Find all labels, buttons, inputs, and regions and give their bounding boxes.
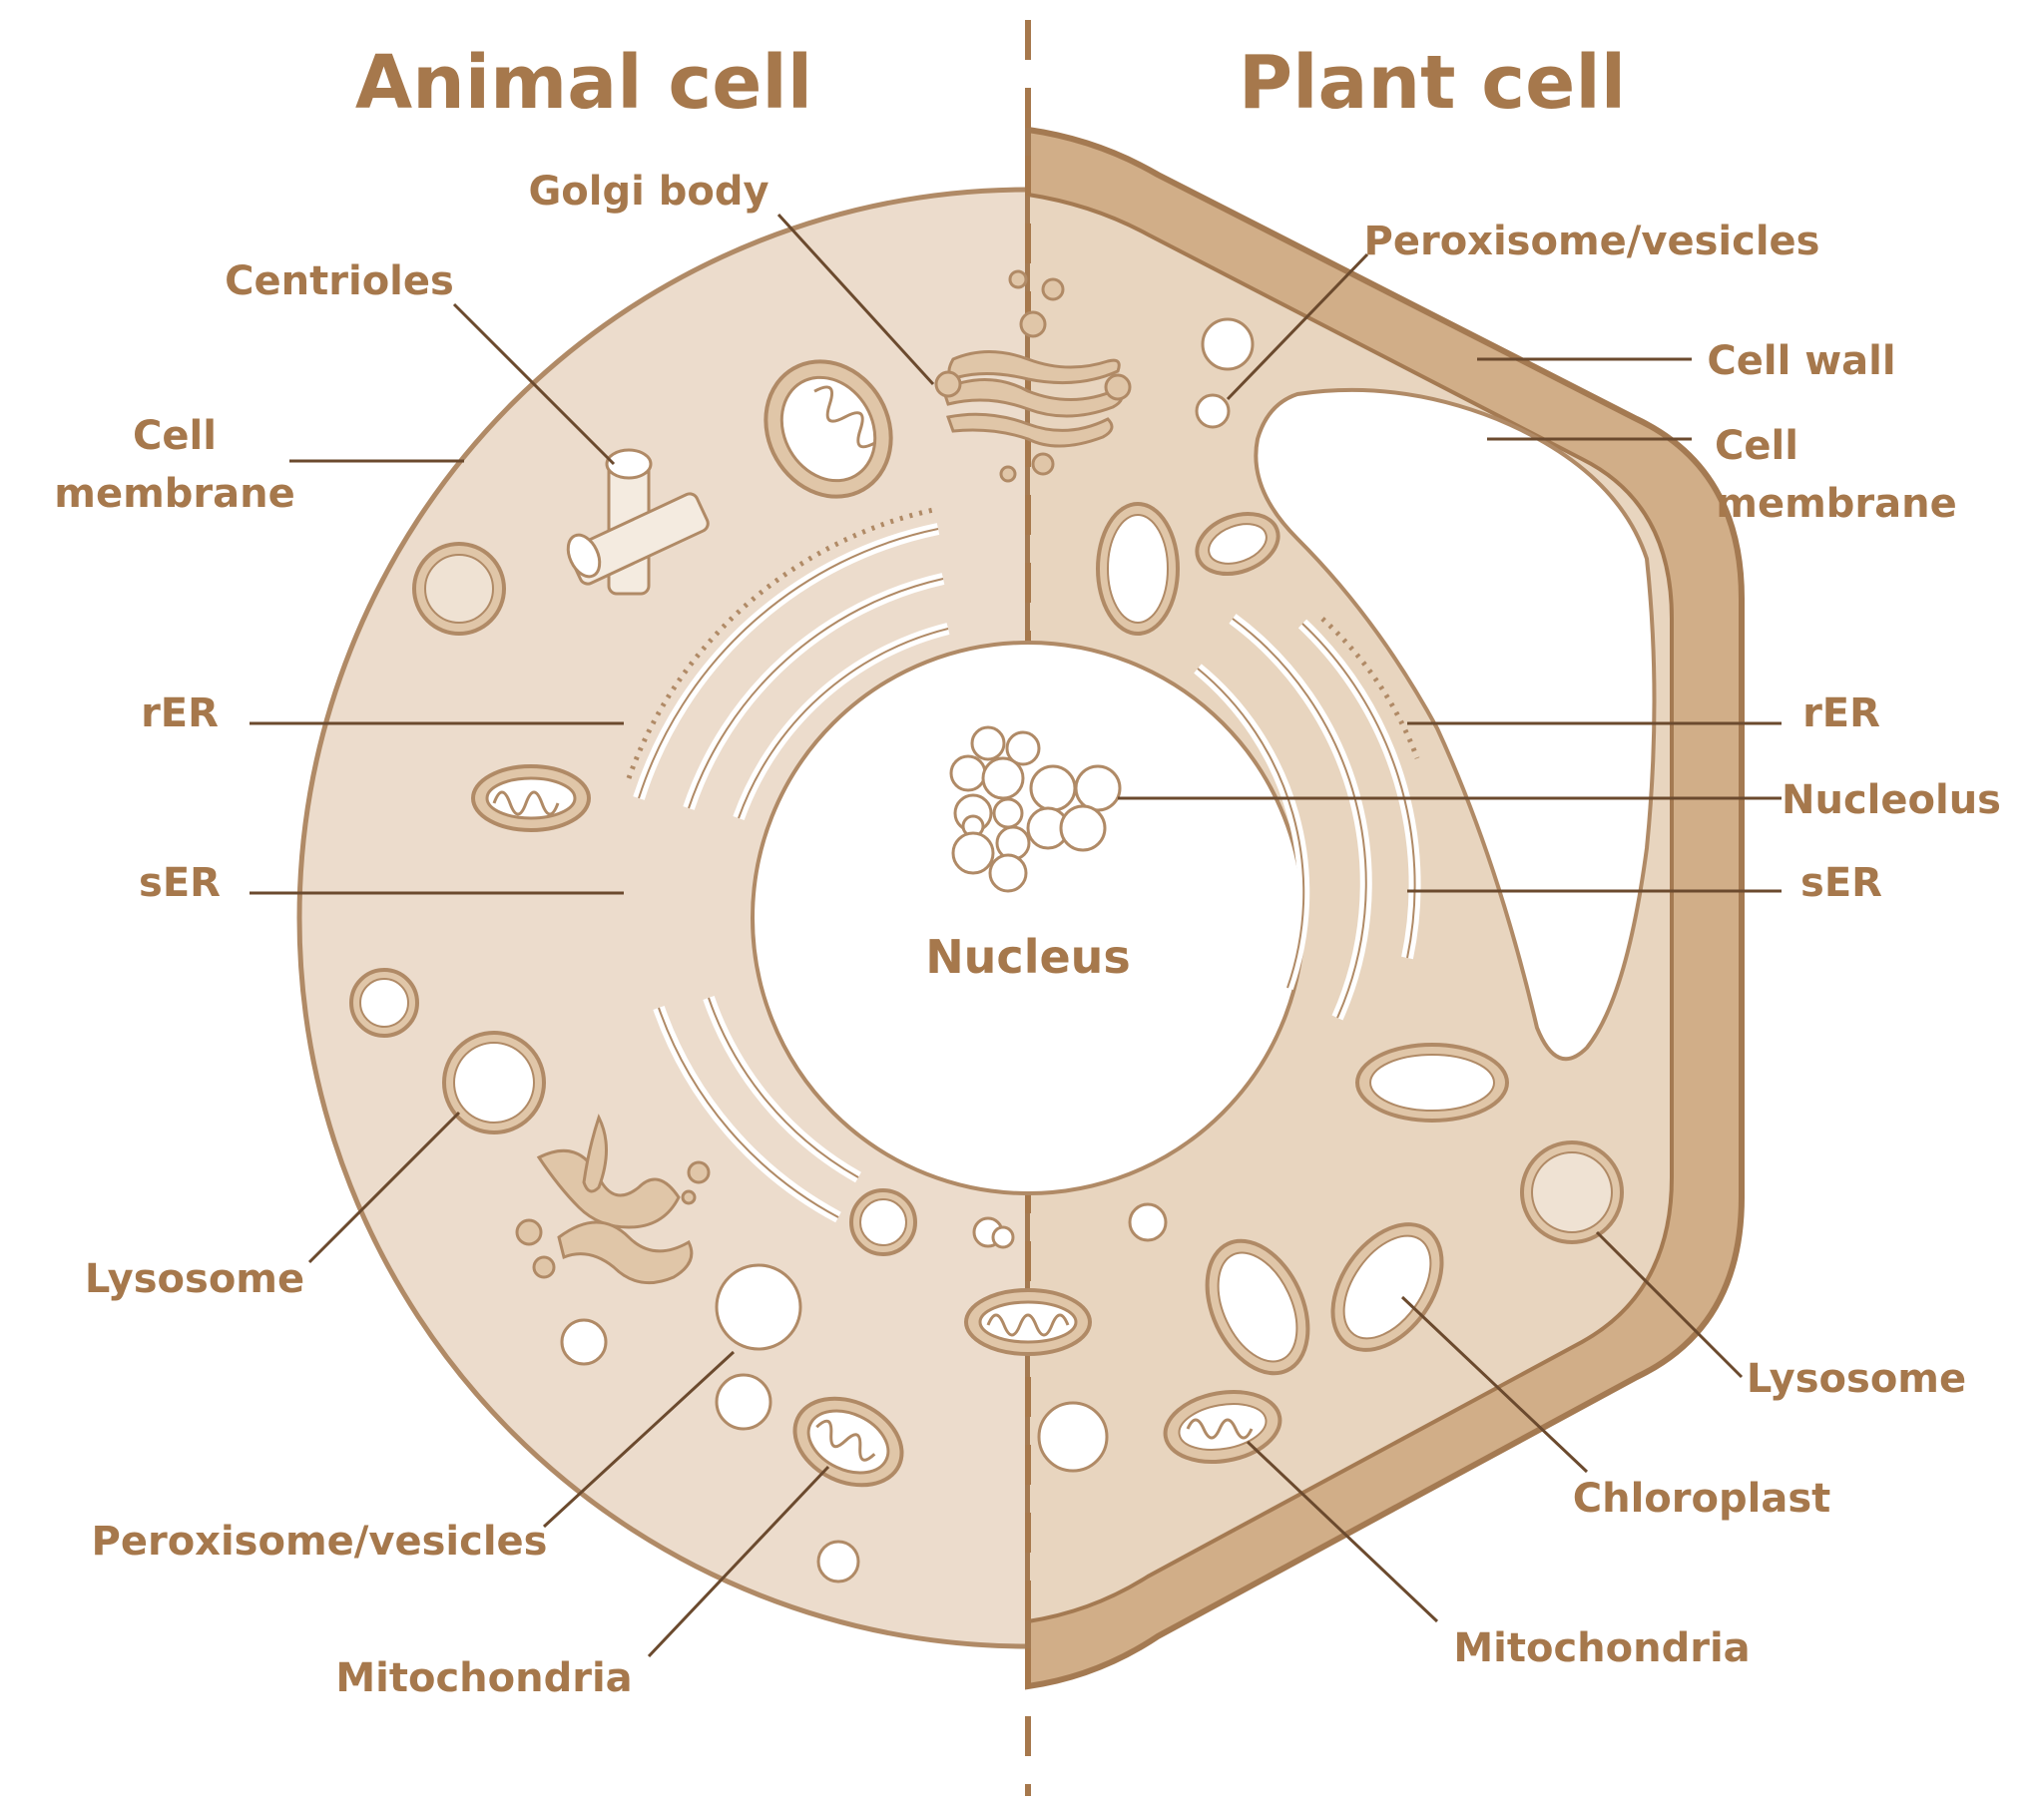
er-plant-outline <box>1197 617 1420 1019</box>
label-cell-membrane-plant-2: membrane <box>1716 481 1956 527</box>
label-golgi-body: Golgi body <box>528 169 768 215</box>
chloroplast-plant-2 <box>1355 1043 1509 1123</box>
chloroplast-plant-4 <box>1330 1222 1444 1352</box>
label-centrioles: Centrioles <box>225 258 454 304</box>
label-ser-plant: sER <box>1800 860 1882 906</box>
label-cell-wall: Cell wall <box>1707 338 1895 384</box>
label-ser-animal: sER <box>139 860 221 906</box>
label-peroxisome-plant: Peroxisome/vesicles <box>1364 219 1820 264</box>
mitochondrion-plant-top <box>1195 512 1280 576</box>
label-peroxisome-animal: Peroxisome/vesicles <box>92 1519 548 1565</box>
golgi-body-animal <box>934 269 1132 483</box>
title-plant-cell: Plant cell <box>1239 40 1626 126</box>
leader-lines <box>250 213 1782 1658</box>
centrioles <box>566 448 710 596</box>
lysosome-animal-4 <box>849 1188 917 1256</box>
lysosome-plant <box>1520 1140 1624 1244</box>
chloroplast-plant-3 <box>1205 1238 1310 1376</box>
label-chloroplast: Chloroplast <box>1573 1476 1831 1522</box>
nucleus <box>751 641 1305 1195</box>
vesicles-plant <box>1037 317 1255 1473</box>
mitochondrion-animal-bottom <box>792 1396 904 1488</box>
title-animal-cell: Animal cell <box>355 40 812 126</box>
label-lysosome-plant: Lysosome <box>1747 1356 1966 1402</box>
label-nucleolus: Nucleolus <box>1782 777 2001 823</box>
chloroplast-plant-1 <box>1096 502 1180 636</box>
nucleus-label: Nucleus <box>925 930 1131 984</box>
mitochondrion-animal-left <box>471 764 591 832</box>
nucleolus <box>949 725 1122 893</box>
lysosome-animal-1 <box>412 542 506 636</box>
label-cell-membrane-animal-2: membrane <box>54 471 294 517</box>
label-lysosome-animal: Lysosome <box>85 1256 304 1302</box>
vesicles-animal <box>560 1216 1015 1584</box>
label-rer-animal: rER <box>141 690 219 736</box>
label-cell-membrane-plant-1: Cell <box>1715 423 1798 469</box>
lysosome-animal-3 <box>442 1031 546 1134</box>
label-rer-plant: rER <box>1802 690 1880 736</box>
mitochondrion-animal-top <box>764 359 893 499</box>
lysosome-animal-2 <box>349 968 419 1038</box>
label-cell-membrane-animal-1: Cell <box>133 413 217 459</box>
label-mitochondria-plant: Mitochondria <box>1453 1625 1750 1671</box>
label-mitochondria-animal: Mitochondria <box>335 1655 632 1701</box>
er-animal-outline <box>626 506 949 1218</box>
mitochondrion-center-bottom <box>964 1288 1092 1356</box>
golgi-body-animal-bottom <box>515 1114 711 1285</box>
